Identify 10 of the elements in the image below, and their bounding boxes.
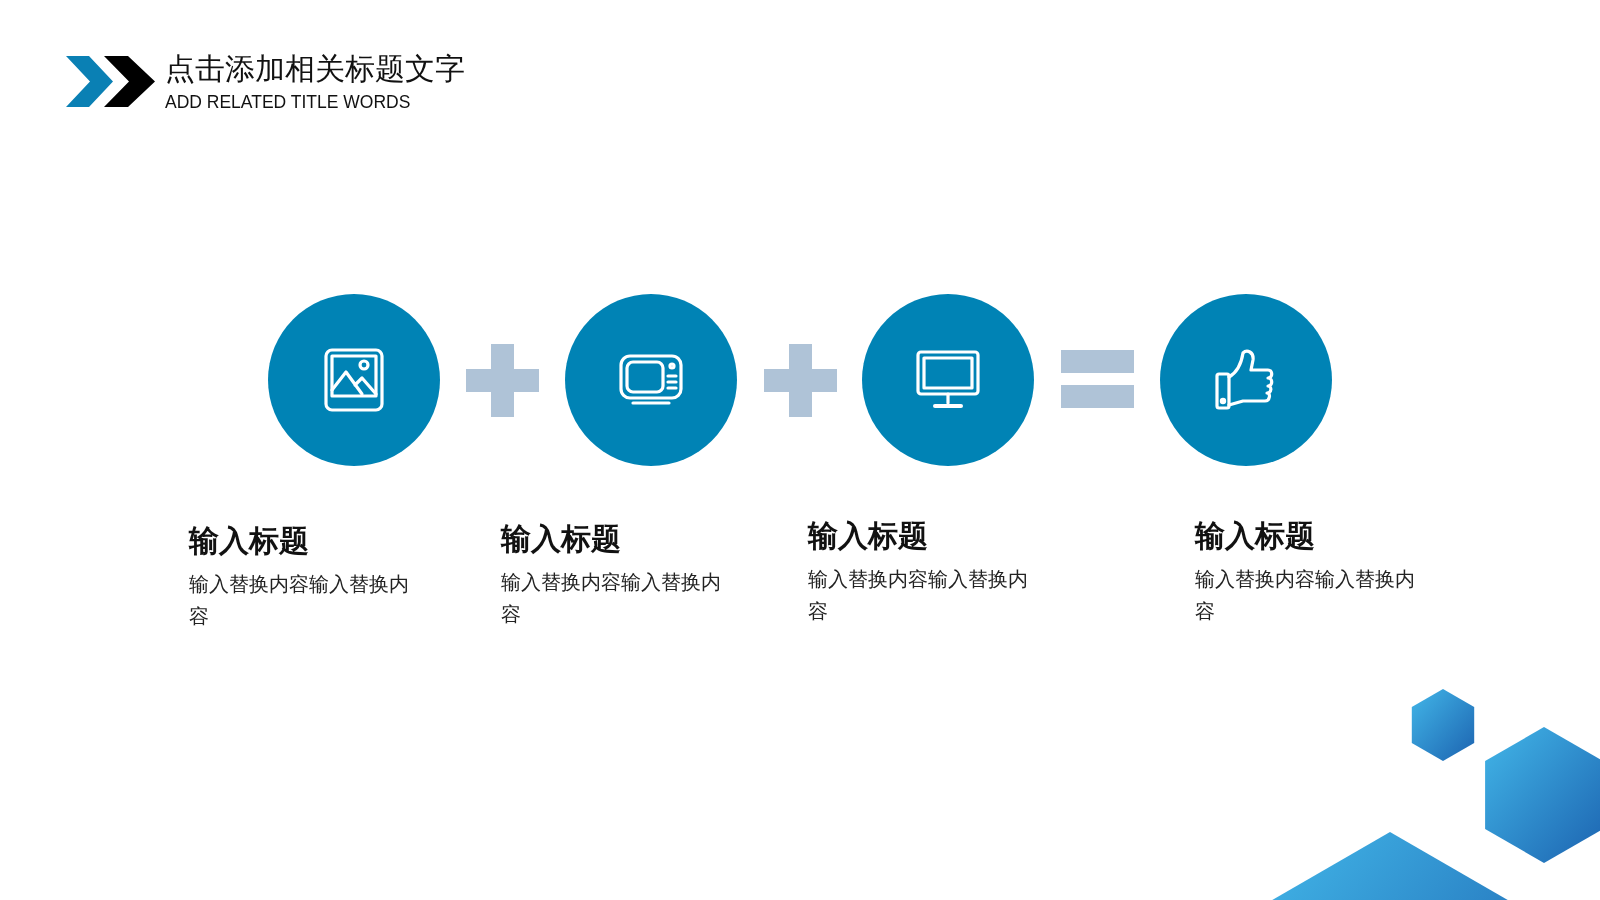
node-title: 输入标题 <box>189 524 309 558</box>
node-title: 输入标题 <box>501 522 621 556</box>
node-description: 输入替换内容输入替换内容 <box>808 567 1029 624</box>
node-title: 输入标题 <box>1195 519 1315 553</box>
node-description: 输入替换内容输入替换内容 <box>501 570 722 627</box>
node-title: 输入标题 <box>808 519 928 553</box>
node-description: 输入替换内容输入替换内容 <box>189 572 410 629</box>
node-description: 输入替换内容输入替换内容 <box>1195 567 1416 624</box>
slide-subtitle: ADD RELATED TITLE WORDS <box>165 91 411 113</box>
slide-title: 点击添加相关标题文字 <box>165 51 465 87</box>
